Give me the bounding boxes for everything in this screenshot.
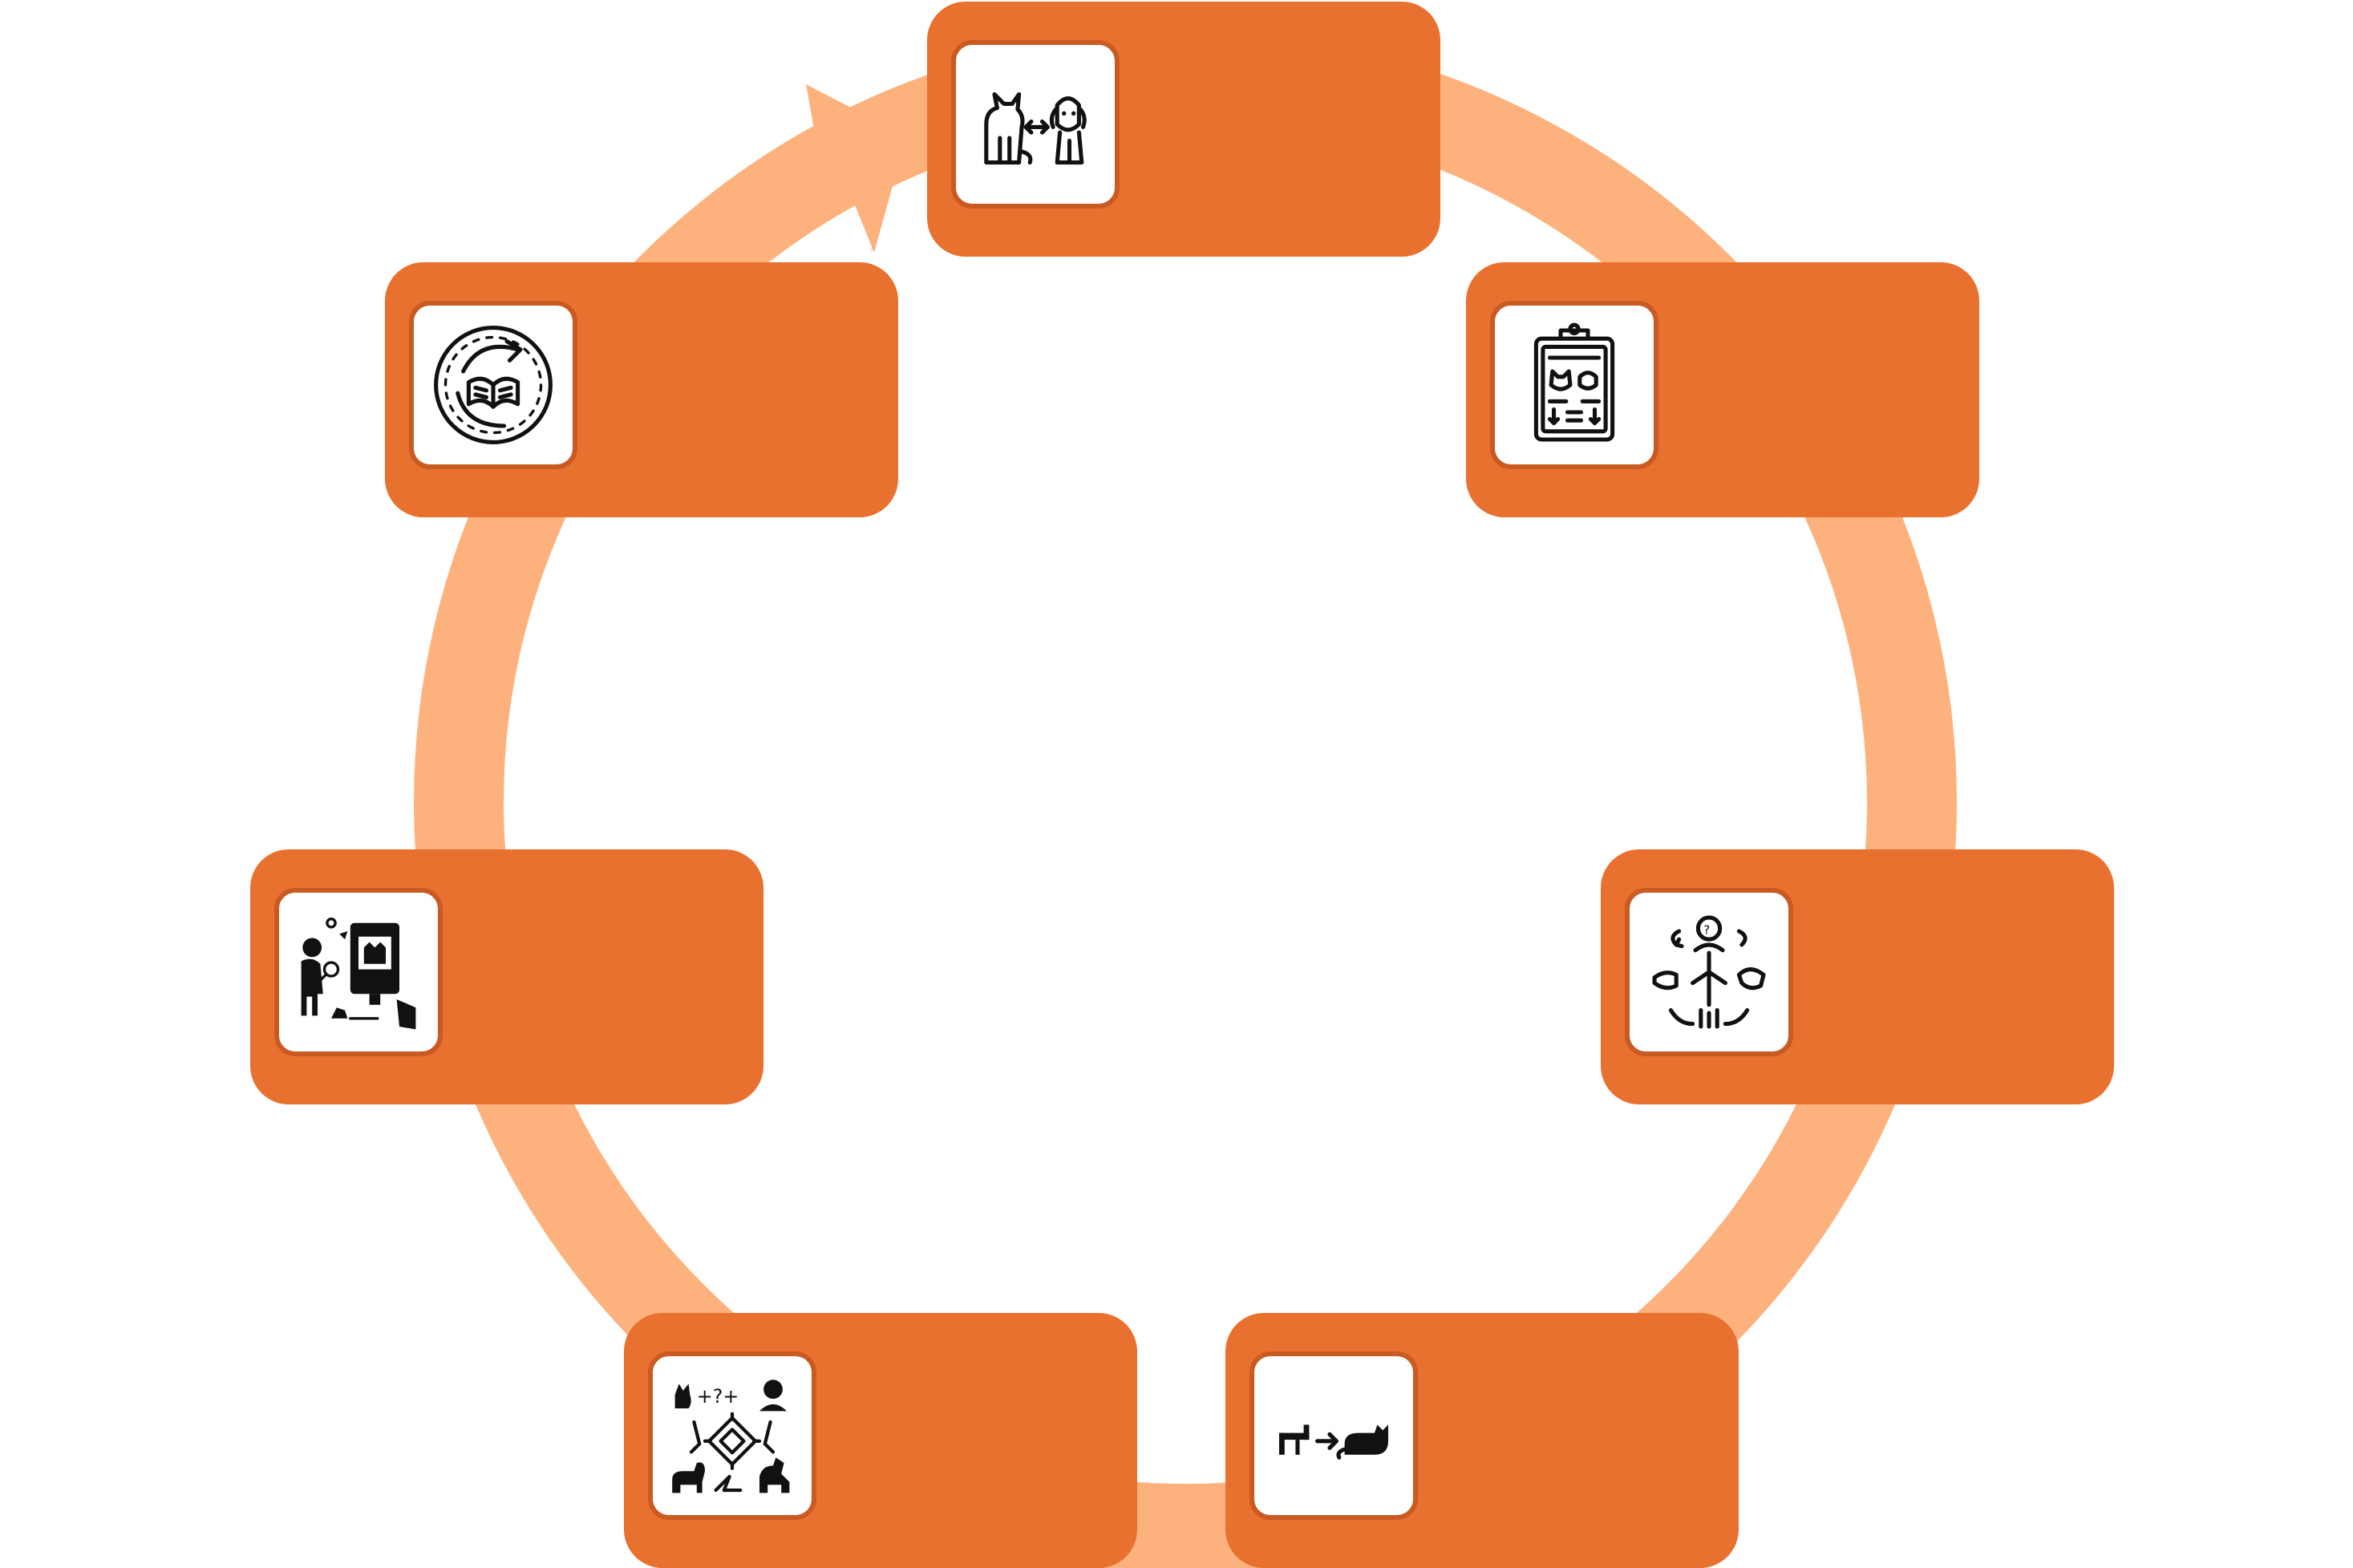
step-card-reading-cycle <box>385 262 898 517</box>
clipboard-cat-dog-checklist-icon <box>1533 322 1615 442</box>
child-learning-screen-icon <box>301 918 416 1030</box>
step-icon-tile <box>409 301 577 469</box>
step-icon-tile <box>951 40 1120 209</box>
step-icon-tile: +?+ <box>648 1351 816 1520</box>
svg-text:?: ? <box>1703 922 1710 937</box>
table-to-cat-icon <box>1279 1424 1388 1460</box>
step-card-transform <box>1225 1313 1739 1568</box>
cat-dog-comparison-icon <box>984 92 1087 165</box>
decision-cycle-pets-icon: ? <box>1652 915 1766 1029</box>
step-icon-tile: ? <box>1625 888 1793 1056</box>
svg-text:+?+: +?+ <box>697 1385 739 1408</box>
step-card-child-learning <box>250 849 763 1104</box>
cycle-arrowhead-tip <box>806 84 906 253</box>
step-icon-tile <box>1249 1351 1418 1520</box>
step-card-checklist <box>1466 262 1979 517</box>
step-icon-tile <box>274 888 443 1056</box>
step-card-decision: ? <box>1601 849 2114 1104</box>
step-icon-tile <box>1490 301 1658 469</box>
ai-chip-animals-question-icon: +?+ <box>672 1380 790 1493</box>
step-card-compare <box>927 2 1440 257</box>
step-card-ai-model: +?+ <box>624 1313 1137 1568</box>
reading-cycle-book-icon <box>434 326 553 444</box>
